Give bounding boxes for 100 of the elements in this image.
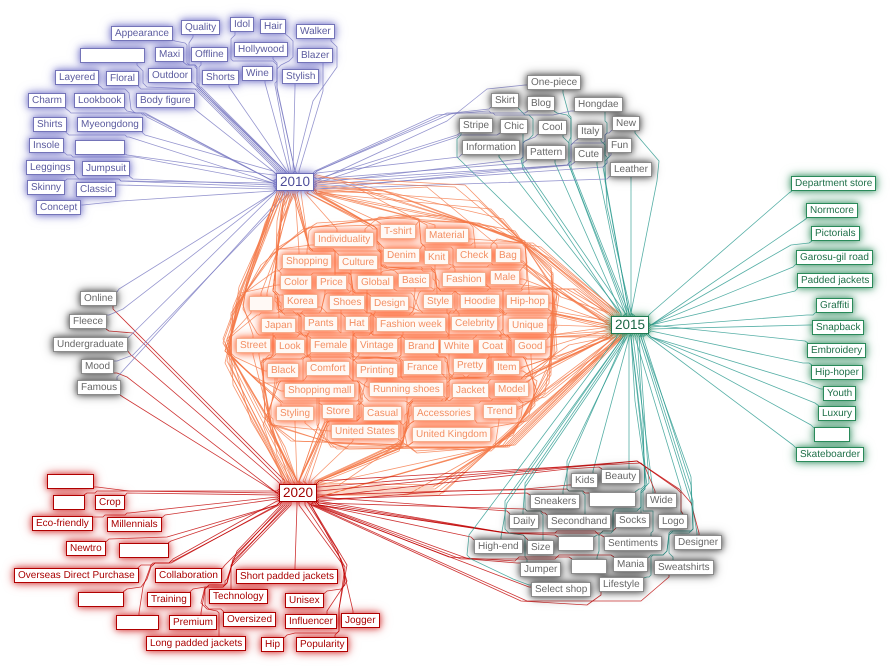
connector-line [308, 502, 348, 614]
keyword-node: Blog [527, 96, 556, 111]
keyword-node: Leather [610, 162, 652, 177]
connector-line [312, 190, 460, 316]
connector-line [316, 462, 656, 494]
keyword-node: Charm [28, 93, 66, 108]
keyword-node: United Kingdom [412, 427, 492, 442]
connector-line [274, 190, 290, 296]
connector-line [94, 486, 280, 494]
connector-line [546, 328, 612, 348]
keyword-node: Basic [398, 273, 430, 288]
keyword-node: Daily [509, 514, 540, 529]
connector-line [306, 190, 438, 294]
keyword-node: Style [423, 294, 454, 309]
connector-line [519, 284, 612, 324]
connector-line [638, 334, 698, 536]
connector-line [548, 302, 612, 324]
connector-line [648, 190, 792, 316]
connector-line [466, 334, 618, 586]
keyword-node: Millennials [107, 517, 162, 532]
keyword-node: Outdoor [148, 68, 192, 83]
connector-line [306, 190, 460, 296]
connector-line [562, 134, 628, 316]
keyword-node: Premium [169, 615, 218, 630]
connector-line [316, 398, 454, 486]
connector-line [314, 354, 490, 484]
keyword-node: One-piece [527, 75, 582, 90]
connector-line [292, 190, 406, 340]
connector-line [114, 372, 280, 494]
connector-line [138, 86, 278, 174]
connector-line [120, 394, 280, 496]
connector-line [490, 238, 620, 316]
keyword-node: Myeongdong [77, 117, 143, 132]
connector-line [316, 460, 684, 514]
connector-line [314, 160, 528, 180]
keyword-node: Black [267, 363, 300, 378]
keyword-node: Color [280, 275, 312, 290]
keyword-node: White [440, 339, 474, 354]
connector-line [415, 220, 614, 316]
connector-line [198, 62, 288, 174]
keyword-node: Snapback [812, 320, 864, 335]
keyword-node: Designer [674, 535, 722, 550]
keyword-node: Sweatshirts [654, 560, 714, 575]
keyword-node: Graffiti [816, 298, 854, 313]
connector-line [124, 492, 280, 498]
connector-line [314, 502, 614, 562]
connector-line [228, 190, 284, 392]
keyword-node: Coat [478, 339, 508, 354]
connector-line [397, 330, 612, 340]
keyword-node: Stylish [282, 69, 320, 84]
connector-line [300, 190, 372, 296]
year-node: 2010 [276, 173, 314, 191]
connector-line [516, 334, 628, 410]
connector-line [314, 110, 528, 174]
connector-line [592, 334, 630, 474]
keyword-node: Online [80, 291, 117, 306]
keyword-node: Item [493, 360, 520, 375]
connector-line [224, 284, 286, 484]
keyword-node: Look [275, 339, 305, 354]
connector-line [486, 332, 612, 360]
connector-line [314, 154, 462, 176]
blank-box [75, 140, 125, 155]
connector-line [262, 376, 308, 484]
connector-line [632, 334, 654, 494]
connector-line [192, 82, 286, 174]
keyword-node: Hoodie [460, 294, 500, 309]
keyword-node: Socks [615, 513, 650, 528]
connector-line [310, 190, 458, 340]
connector-line [316, 502, 520, 564]
connector-line [628, 334, 632, 470]
keyword-node: Skirt [491, 93, 519, 108]
keyword-node: Floral [106, 71, 140, 86]
keyword-node: Beauty [601, 469, 640, 484]
keyword-node: Sneakers [530, 494, 580, 509]
keyword-node: Mania [613, 557, 648, 572]
keyword-node: Accessories [413, 406, 475, 421]
connector-line [116, 184, 276, 190]
keyword-node: Select shop [531, 582, 592, 597]
connector-line [443, 334, 624, 404]
connector-line [64, 178, 276, 188]
keyword-node: Pants [304, 316, 338, 331]
connector-line [316, 460, 700, 536]
keyword-node: Shopping mall [284, 383, 356, 398]
connector-line [316, 308, 510, 486]
connector-line [272, 190, 286, 318]
keyword-node: Influencer [285, 614, 337, 629]
connector-line [314, 138, 578, 190]
keyword-node: Styling [276, 406, 314, 421]
keyword-node: Store [322, 404, 354, 419]
connector-line [272, 190, 404, 362]
keyword-node: Jogger [341, 613, 380, 628]
connector-line [122, 502, 282, 592]
connector-line [314, 184, 530, 294]
connector-line [316, 308, 552, 486]
blank-box [119, 543, 169, 558]
keyword-node: Jumper [520, 562, 562, 577]
connector-line [314, 130, 612, 184]
connector-line [604, 152, 636, 316]
connector-line [136, 62, 280, 174]
connector-line [124, 108, 276, 182]
